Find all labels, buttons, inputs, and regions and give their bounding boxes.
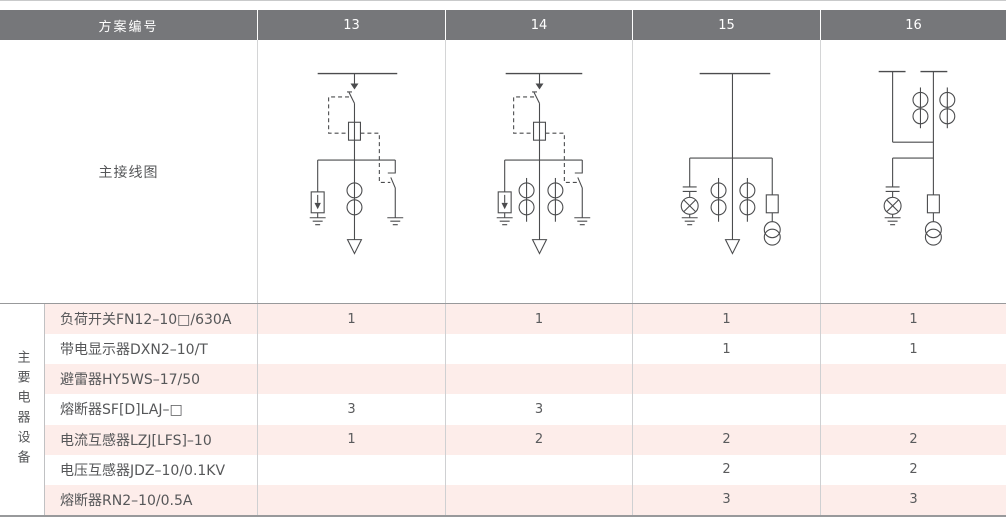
fuse bbox=[347, 121, 361, 141]
equipment-count-cell: 3 bbox=[820, 484, 1006, 515]
header-scheme-14: 14 bbox=[445, 10, 632, 40]
equipment-count-cell: 1 bbox=[257, 424, 445, 455]
equipment-count-cell bbox=[257, 484, 445, 515]
equipment-count-cell bbox=[257, 334, 445, 365]
table-header: 方案编号 13 14 15 16 bbox=[0, 10, 1006, 40]
table-row: 熔断器SF[D]LAJ–□ 3 3 bbox=[45, 394, 1006, 425]
equipment-count-cell: 3 bbox=[632, 484, 820, 515]
equipment-name: 负荷开关FN12–10□/630A bbox=[60, 312, 232, 329]
left-riser bbox=[892, 71, 934, 143]
diagram-cell-14 bbox=[445, 40, 632, 303]
current-transformer bbox=[346, 182, 363, 216]
equipment-count-cell bbox=[632, 394, 820, 425]
equipment-count-cell: 3 bbox=[257, 394, 445, 425]
voltage-indicator bbox=[883, 158, 902, 226]
equipment-section: 主要电器设备 负荷开关FN12–10□/630A 1 1 1 1 带电显示器DX… bbox=[0, 303, 1006, 517]
single-line-diagram-15-icon bbox=[680, 72, 781, 255]
equipment-name: 熔断器SF[D]LAJ–□ bbox=[60, 402, 183, 419]
current-transformer bbox=[710, 177, 756, 222]
earthing-switch bbox=[574, 160, 591, 226]
equipment-count-cell: 1 bbox=[632, 334, 820, 365]
equipment-count-cell bbox=[445, 364, 632, 395]
equipment-count-cell bbox=[445, 484, 632, 515]
fuse bbox=[926, 194, 940, 214]
equipment-count-cell: 2 bbox=[632, 454, 820, 485]
load-break-switch bbox=[532, 91, 540, 104]
equipment-count-cell bbox=[257, 454, 445, 485]
equipment-count-cell: 2 bbox=[445, 424, 632, 455]
diagram-row-label: 主接线图 bbox=[98, 164, 159, 181]
current-transformer bbox=[518, 177, 564, 222]
equipment-count-cell bbox=[820, 394, 1006, 425]
outgoing-arrow bbox=[724, 239, 741, 255]
equipment-count-cell: 2 bbox=[820, 454, 1006, 485]
equipment-name: 电流互感器LZJ[LFS]–10 bbox=[60, 432, 212, 449]
voltage-transformer bbox=[924, 212, 942, 246]
table-row: 熔断器RN2–10/0.5A 3 3 bbox=[45, 484, 1006, 515]
diagram-cell-16 bbox=[820, 40, 1006, 303]
interlock-dashed-link bbox=[328, 96, 391, 183]
header-scheme-label: 方案编号 bbox=[0, 10, 257, 40]
equipment-count-cell bbox=[445, 334, 632, 365]
equipment-count-cell bbox=[632, 364, 820, 395]
outgoing-arrow bbox=[346, 239, 363, 255]
header-scheme-13: 13 bbox=[257, 10, 445, 40]
equipment-count-cell bbox=[820, 364, 1006, 395]
table-row: 电流互感器LZJ[LFS]–10 1 2 2 2 bbox=[45, 424, 1006, 455]
surge-arrester bbox=[496, 160, 513, 226]
incoming-arrow bbox=[535, 73, 544, 90]
equipment-count-cell bbox=[257, 364, 445, 395]
single-line-diagram-14-icon bbox=[496, 72, 591, 255]
voltage-transformer bbox=[763, 212, 781, 246]
equipment-count-cell: 1 bbox=[445, 304, 632, 335]
voltage-indicator bbox=[680, 158, 699, 226]
equipment-name: 带电显示器DXN2–10/T bbox=[60, 342, 208, 359]
header-scheme-16: 16 bbox=[820, 10, 1006, 40]
equipment-count-cell: 2 bbox=[632, 424, 820, 455]
diagram-cell-13 bbox=[257, 40, 445, 303]
diagram-cell-15 bbox=[632, 40, 820, 303]
equipment-side-label: 主要电器设备 bbox=[0, 304, 45, 515]
equipment-name: 电压互感器JDZ–10/0.1KV bbox=[60, 462, 226, 479]
header-scheme-15: 15 bbox=[632, 10, 820, 40]
earthing-switch bbox=[387, 160, 404, 226]
equipment-name: 避雷器HY5WS–17/50 bbox=[60, 372, 201, 389]
table-row: 负荷开关FN12–10□/630A 1 1 1 1 bbox=[45, 304, 1006, 335]
surge-arrester bbox=[309, 160, 326, 226]
incoming-arrow bbox=[350, 73, 359, 90]
equipment-name: 熔断器RN2–10/0.5A bbox=[60, 492, 193, 509]
equipment-count-cell bbox=[445, 454, 632, 485]
outgoing-arrow bbox=[531, 239, 548, 255]
current-transformer bbox=[912, 87, 956, 129]
equipment-count-cell: 3 bbox=[445, 394, 632, 425]
equipment-count-cell: 2 bbox=[820, 424, 1006, 455]
load-break-switch bbox=[347, 91, 355, 104]
diagram-row: 主接线图 bbox=[0, 40, 1006, 303]
equipment-count-cell: 1 bbox=[820, 334, 1006, 365]
table-row: 带电显示器DXN2–10/T 1 1 bbox=[45, 334, 1006, 365]
top-rule bbox=[0, 0, 1006, 1]
equipment-count-cell: 1 bbox=[820, 304, 1006, 335]
table-row: 避雷器HY5WS–17/50 bbox=[45, 364, 1006, 395]
single-line-diagram-16-icon bbox=[878, 70, 956, 246]
equipment-rows: 负荷开关FN12–10□/630A 1 1 1 1 带电显示器DXN2–10/T… bbox=[45, 304, 1006, 515]
equipment-count-cell: 1 bbox=[632, 304, 820, 335]
single-line-diagram-13-icon bbox=[309, 72, 404, 255]
equipment-count-cell: 1 bbox=[257, 304, 445, 335]
interlock-dashed-link bbox=[513, 96, 578, 183]
fuse bbox=[532, 121, 547, 141]
table-row: 电压互感器JDZ–10/0.1KV 2 2 bbox=[45, 454, 1006, 485]
fuse bbox=[765, 158, 779, 214]
